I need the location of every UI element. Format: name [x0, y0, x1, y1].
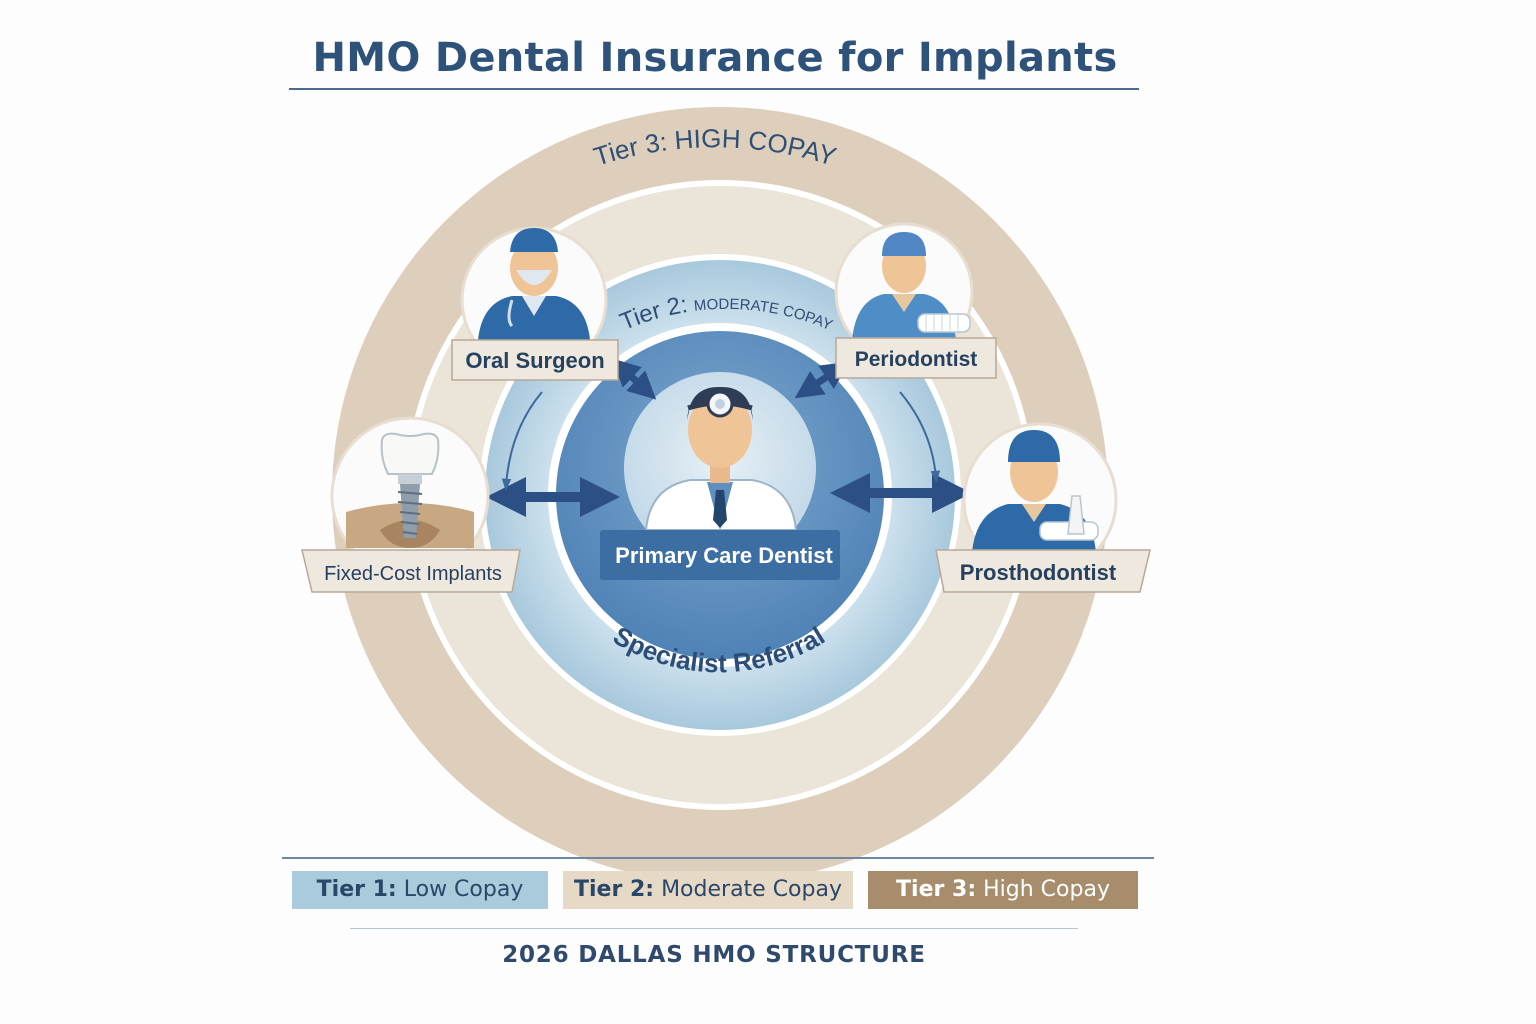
referral-arrow-right	[899, 391, 941, 483]
title-divider	[289, 88, 1139, 90]
arrow-periodontist-center	[794, 361, 850, 399]
center-label-box	[600, 530, 840, 580]
legend-tier3-name: Tier 3:	[896, 877, 977, 902]
legend-divider	[282, 857, 1154, 859]
legend-tier1-name: Tier 1:	[316, 877, 397, 902]
center-label: Primary Care Dentist	[615, 543, 833, 568]
footer-divider	[350, 928, 1078, 929]
arrow-surgeon-center	[611, 358, 657, 400]
oral-surgeon-label: Oral Surgeon	[465, 348, 604, 373]
periodontist-label-box	[835, 337, 997, 379]
prosthodontist-label: Prosthodontist	[960, 560, 1117, 585]
connector-arrows	[486, 358, 972, 517]
surgeon-avatar	[478, 228, 590, 340]
legend-tier2-name: Tier 2:	[573, 877, 655, 902]
implant-icon	[346, 432, 474, 548]
page-title: HMO Dental Insurance for Implants	[312, 35, 1118, 81]
legend-tier3-text: High Copay	[983, 877, 1110, 902]
fixed-cost-implants-label: Fixed-Cost Implants	[324, 563, 502, 585]
dentist-avatar	[644, 386, 798, 531]
surgeon-label-box	[451, 339, 619, 381]
referral-arrow-left	[501, 391, 543, 491]
legend-tier1-text: Low Copay	[403, 877, 524, 902]
legend-tier2: Tier 2: Moderate Copay	[563, 871, 853, 909]
footer-caption: 2026 DALLAS HMO STRUCTURE	[502, 942, 926, 968]
periodontist-avatar	[852, 232, 971, 340]
prosthodontist-avatar	[972, 430, 1099, 552]
dental-tool-icon	[1067, 495, 1085, 535]
implants-label-box	[301, 549, 521, 593]
periodontist-label: Periodontist	[855, 348, 978, 371]
prosthodontist-label-box	[935, 549, 1151, 593]
teeth-model-icon	[917, 313, 971, 333]
legend-tier1: Tier 1: Low Copay	[292, 871, 548, 909]
legend-tier3: Tier 3: High Copay	[868, 871, 1138, 909]
legend-tier2-text: Moderate Copay	[661, 877, 842, 902]
